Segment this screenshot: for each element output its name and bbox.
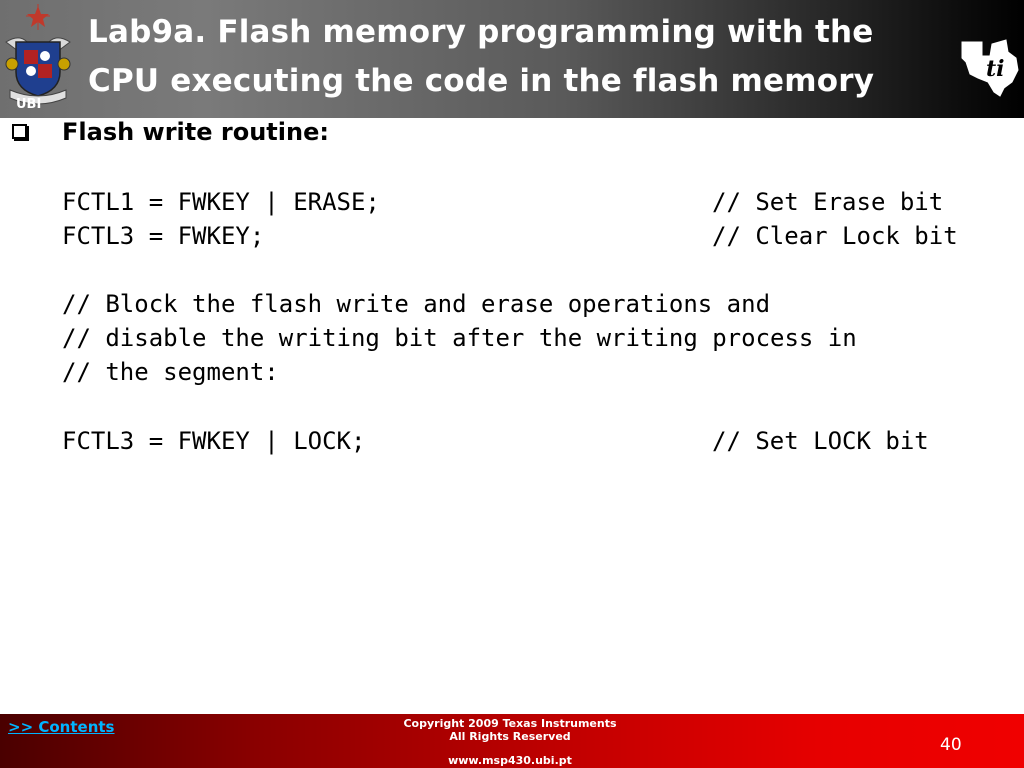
page-title-line-2: CPU executing the code in the flash memo… bbox=[88, 63, 875, 99]
page-title-line-1: Lab9a. Flash memory programming with the bbox=[88, 14, 874, 50]
website-text: www.msp430.ubi.pt bbox=[448, 754, 572, 767]
slide-footer: >> Contents Copyright 2009 Texas Instrum… bbox=[0, 714, 1024, 768]
code-line-6: FCTL3 = FWKEY | LOCK; bbox=[62, 427, 366, 455]
code-line-3: // Block the flash write and erase opera… bbox=[62, 290, 771, 318]
code-line-1: FCTL1 = FWKEY | ERASE; bbox=[62, 188, 380, 216]
checkbox-bullet-icon bbox=[12, 124, 27, 139]
page-number: 40 bbox=[940, 735, 962, 755]
texas-instruments-logo-icon: ti bbox=[956, 36, 1024, 100]
code-comment-6: // Set LOCK bit bbox=[712, 427, 929, 455]
code-comment-1: // Set Erase bit bbox=[712, 188, 944, 216]
code-line-2: FCTL3 = FWKEY; bbox=[62, 222, 265, 250]
ubi-label: UBI bbox=[16, 97, 42, 112]
rights-text: All Rights Reserved bbox=[449, 730, 571, 743]
code-line-5: // the segment: bbox=[62, 358, 279, 386]
svg-text:ti: ti bbox=[986, 56, 1005, 82]
ubi-crest-icon bbox=[2, 2, 74, 114]
copyright-text: Copyright 2009 Texas Instruments bbox=[403, 717, 617, 730]
section-heading: Flash write routine: bbox=[62, 118, 329, 146]
slide-header: UBI Lab9a. Flash memory programming with… bbox=[0, 0, 1024, 118]
code-line-4: // disable the writing bit after the wri… bbox=[62, 324, 857, 352]
contents-link[interactable]: >> Contents bbox=[8, 718, 115, 736]
code-comment-2: // Clear Lock bit bbox=[712, 222, 958, 250]
